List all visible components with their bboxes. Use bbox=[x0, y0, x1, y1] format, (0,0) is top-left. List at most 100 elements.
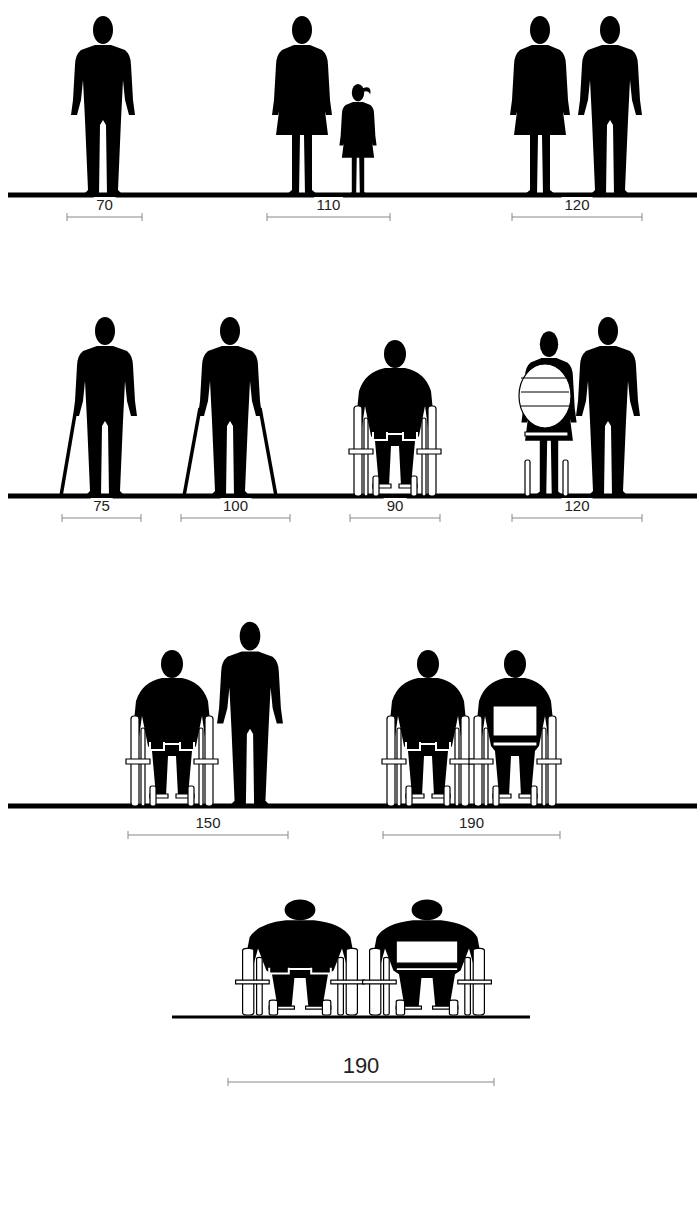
head bbox=[598, 317, 618, 345]
wheelchair-seat-frame bbox=[373, 432, 417, 440]
person-with-crutches bbox=[184, 317, 276, 496]
wheel-rim bbox=[542, 728, 546, 806]
dimension-tick bbox=[141, 514, 142, 522]
dimension-label: 75 bbox=[90, 498, 113, 515]
dimension-tick bbox=[288, 831, 289, 839]
dimension-label: 90 bbox=[384, 498, 407, 515]
pram-band bbox=[521, 392, 569, 393]
caster bbox=[406, 786, 412, 806]
dimension-tick bbox=[383, 831, 384, 839]
wheel-hub bbox=[236, 980, 270, 984]
wheel-hub bbox=[349, 449, 373, 454]
wheel-rim bbox=[384, 957, 390, 1015]
wheel-rim bbox=[141, 728, 145, 806]
wheel-rim bbox=[484, 728, 488, 806]
dimension-label: 120 bbox=[561, 498, 592, 515]
wheelchair-backrest bbox=[396, 941, 458, 963]
body bbox=[510, 45, 570, 195]
wheel-hub bbox=[469, 759, 493, 764]
dimension-line bbox=[67, 217, 142, 218]
head bbox=[240, 622, 261, 651]
head bbox=[504, 650, 526, 678]
caster bbox=[373, 476, 379, 496]
wheel-hub bbox=[126, 759, 150, 764]
wheel-rim bbox=[338, 957, 344, 1015]
dimension-label: 190 bbox=[340, 1054, 383, 1078]
pram-wheel bbox=[563, 460, 568, 496]
woman-figure bbox=[272, 16, 332, 195]
dimension-tick bbox=[560, 831, 561, 839]
head bbox=[352, 84, 364, 101]
child-figure bbox=[339, 84, 376, 195]
head bbox=[161, 650, 183, 678]
caster bbox=[322, 1000, 330, 1015]
head bbox=[412, 900, 443, 921]
ground-line bbox=[8, 804, 697, 809]
body bbox=[339, 102, 376, 195]
dimension-line bbox=[383, 835, 560, 836]
body bbox=[198, 346, 262, 496]
wheel-hub bbox=[331, 980, 365, 984]
wheelchair-user bbox=[349, 340, 441, 496]
head bbox=[530, 16, 550, 44]
pram-body bbox=[519, 364, 571, 428]
dimension-label: 150 bbox=[192, 815, 223, 832]
body bbox=[73, 346, 137, 496]
wheel-rim bbox=[455, 728, 459, 806]
head bbox=[292, 16, 312, 44]
person-with-cane bbox=[61, 317, 137, 496]
pram-frame bbox=[525, 432, 568, 436]
dimension-tick bbox=[67, 213, 68, 221]
wheelchair-seat-bar bbox=[396, 968, 458, 971]
wheel-hub bbox=[363, 980, 397, 984]
dimension-tick bbox=[128, 831, 129, 839]
dimension-tick bbox=[512, 213, 513, 221]
body bbox=[272, 45, 332, 195]
dimension-line bbox=[512, 217, 642, 218]
body bbox=[71, 45, 135, 195]
wheel-rim bbox=[465, 957, 471, 1015]
ponytail bbox=[363, 87, 371, 94]
person bbox=[576, 317, 640, 496]
cane bbox=[61, 414, 75, 496]
wheel-hub bbox=[537, 759, 561, 764]
person bbox=[71, 16, 135, 195]
wheel-hub bbox=[458, 980, 492, 984]
person bbox=[217, 622, 283, 806]
crutch bbox=[260, 408, 276, 496]
dimension-label: 120 bbox=[561, 197, 592, 214]
caster bbox=[269, 1000, 277, 1015]
dimension-line bbox=[128, 835, 288, 836]
wheel-hub bbox=[382, 759, 406, 764]
dimension-label: 190 bbox=[456, 815, 487, 832]
wheelchair-user bbox=[236, 900, 365, 1015]
pram-band bbox=[521, 378, 569, 379]
wheel-hub bbox=[417, 449, 441, 454]
dimension-tick bbox=[290, 514, 291, 522]
crutch bbox=[184, 408, 200, 496]
wheelchair-seat-bar bbox=[493, 742, 537, 746]
dimension-tick bbox=[642, 514, 643, 522]
dimension-label: 110 bbox=[314, 197, 344, 214]
dimension-tick bbox=[440, 514, 441, 522]
head bbox=[95, 317, 115, 345]
dimension-line bbox=[228, 1082, 494, 1083]
wheel-rim bbox=[364, 418, 368, 496]
dimension-label: 100 bbox=[220, 498, 251, 515]
caster bbox=[444, 786, 450, 806]
ground-line bbox=[172, 1016, 530, 1019]
dimension-line bbox=[181, 518, 290, 519]
head bbox=[285, 900, 316, 921]
wheel-rim bbox=[257, 957, 263, 1015]
caster bbox=[531, 786, 537, 806]
wheel-hub bbox=[194, 759, 218, 764]
caster bbox=[396, 1000, 404, 1015]
caster bbox=[449, 1000, 457, 1015]
dimension-tick bbox=[390, 213, 391, 221]
head bbox=[540, 331, 558, 357]
dimension-tick bbox=[142, 213, 143, 221]
wheelchair-seat-frame bbox=[406, 742, 450, 750]
dimension-tick bbox=[181, 514, 182, 522]
caster bbox=[188, 786, 194, 806]
